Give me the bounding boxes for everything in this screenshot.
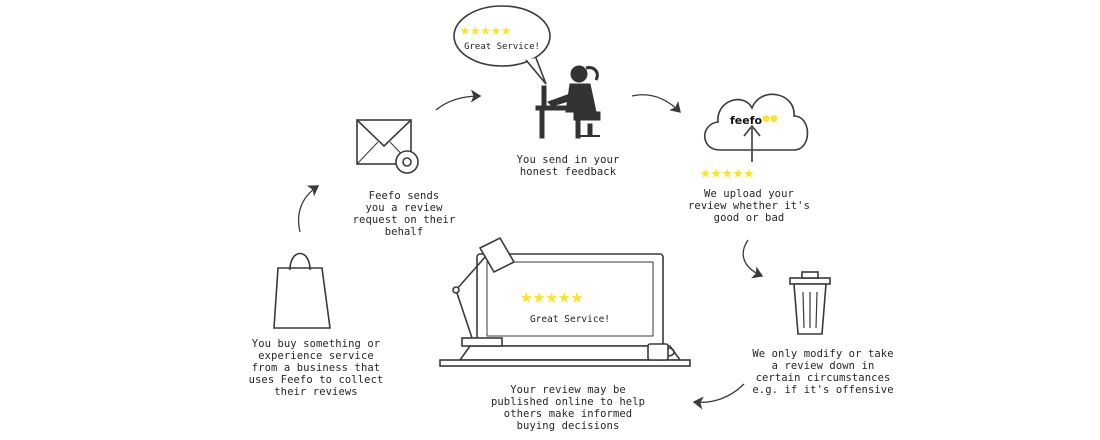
arrow-cloud-to-bin [742, 239, 764, 279]
arrow-bin-to-laptop [692, 383, 745, 410]
laptop-desk-icon [439, 236, 691, 367]
feefo-logo-text: feefo [730, 114, 763, 127]
screen-text: Great Service! [529, 314, 611, 325]
feefo-logo-dots: ●● [762, 114, 778, 124]
star-icon: ★ [743, 162, 755, 183]
star-icon: ★ [470, 20, 481, 40]
star-icon: ★ [721, 162, 733, 183]
star-icon: ★ [460, 20, 471, 40]
speech-bubble-text: Great Service! [464, 42, 540, 52]
arrow-bag-to-envelope [297, 185, 320, 233]
step-caption-moderation: We only modify or take a review down in … [752, 348, 894, 396]
star-icon: ★ [557, 284, 571, 308]
star-icon: ★ [545, 284, 558, 308]
step-caption-purchase: You buy something or experience service … [248, 338, 384, 398]
person-at-desk-icon [535, 65, 601, 139]
shopping-bag-icon [273, 252, 331, 329]
step-caption-feedback: You send in your honest feedback [516, 154, 620, 178]
star-icon: ★ [520, 284, 533, 308]
speech-bubble-icon [453, 5, 551, 85]
star-icon: ★ [570, 284, 584, 308]
arrow-envelope-to-desk [435, 89, 482, 111]
cloud-upload-icon [704, 93, 809, 162]
star-icon: ★ [710, 162, 722, 183]
step-caption-upload: We upload your review whether it's good … [687, 188, 810, 224]
speech-bubble-rating: ★ ★ ★ ★ ★ [460, 22, 511, 39]
feefo-logo: feefo●● [730, 114, 778, 127]
arrow-desk-to-cloud [631, 94, 681, 113]
star-icon: ★ [490, 20, 501, 40]
star-icon: ★ [532, 284, 546, 308]
trash-bin-icon [789, 271, 831, 335]
step-caption-publish: Your review may be published online to h… [490, 384, 646, 432]
email-envelope-icon [356, 119, 419, 174]
cloud-rating: ★ ★ ★ ★ ★ [700, 164, 754, 182]
star-icon: ★ [480, 20, 491, 40]
step-caption-request: Feefo sends you a review request on thei… [352, 190, 456, 238]
flow-arrows [297, 89, 764, 410]
star-icon: ★ [501, 20, 512, 40]
star-icon: ★ [732, 162, 744, 183]
star-icon: ★ [700, 162, 711, 183]
screen-rating: ★ ★ ★ ★ ★ [520, 286, 583, 307]
